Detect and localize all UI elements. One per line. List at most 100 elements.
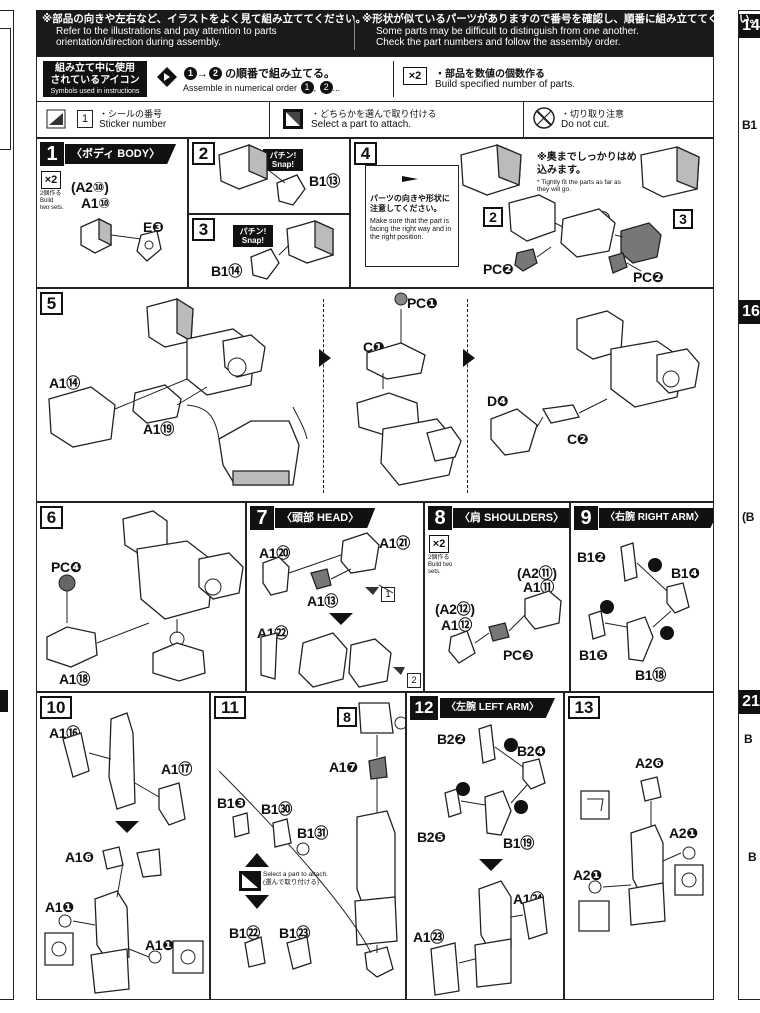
part-label: A1⑳ (259, 545, 290, 561)
part-illustration (218, 143, 306, 206)
shoulder-illustration (448, 590, 562, 664)
step-circle-1-icon: 1 (184, 67, 197, 80)
body-part-illustration (80, 217, 162, 262)
caution-right-en: Some parts may be difficult to distingui… (376, 26, 639, 37)
legend-title-jp: されているアイコン (50, 75, 140, 86)
step-4-number: 4 (354, 142, 377, 165)
substep-divider (323, 299, 325, 493)
part-label: A1⑭ (49, 375, 80, 391)
down-arrow-icon (329, 613, 353, 625)
part-label: B1❷ (577, 549, 606, 565)
legend-title-en: Symbols used in instructions (50, 88, 140, 95)
legend-vdivider (523, 101, 524, 137)
right-page-strip (738, 10, 760, 1000)
part-label: PC❷ (633, 269, 664, 285)
order-arrow-icon (157, 67, 177, 87)
part-label: A1❻ (65, 849, 94, 865)
part-label: B1㉓ (279, 925, 310, 941)
icon-legend: 組み立て中に使用 されているアイコン Symbols used in instr… (36, 56, 714, 138)
fit-note-jp: ※奥までしっかりはめ込みます。 (537, 152, 637, 176)
step-10-panel: 10 A1⑯ A1⑰ A1❻ A1❶ A1❶ (36, 692, 210, 1000)
step-circle-1-icon: 1 (300, 81, 314, 94)
legend-divider (393, 61, 394, 97)
part-label: (A2⑩) (71, 179, 109, 195)
step-3-panel: 3 パチン! Snap! B1⑭ (188, 214, 350, 288)
step-7-number: 7 (250, 506, 274, 530)
part-label: B1㉛ (297, 825, 328, 841)
part-label: A2❻ (635, 755, 664, 771)
part-label: B1⑬ (309, 173, 340, 189)
note-en: Make sure that the part is facing the ri… (370, 218, 452, 241)
step-11-number: 11 (214, 696, 246, 719)
note-jp: パーツの向きや形状に注意してください。 (370, 194, 450, 213)
part-label: B1⑱ (635, 667, 666, 683)
right-strip-label: B (748, 850, 757, 864)
sticker-jp: ・シールの番号 (99, 109, 163, 119)
order-icon-en: Assemble in numerical order 1, 2... (183, 81, 341, 94)
down-arrow-icon (479, 859, 503, 871)
part-label: B2❹ (517, 743, 546, 759)
part-label: PC❶ (407, 295, 438, 311)
step-8-panel: 8 〈肩 SHOULDERS〉 ×2 2個作る Build two sets. … (424, 502, 570, 692)
sticker-en: Sticker number (99, 119, 167, 130)
step-6-panel: 6 PC❹ A1⑱ (36, 502, 246, 692)
step-12-title: 〈左腕 LEFT ARM〉 (440, 698, 555, 718)
part-label: A1㉑ (379, 535, 410, 551)
next-arrow-icon (319, 349, 331, 367)
step-4-panel: 4 パーツの向きや形状に注意してください。 Make sure that the… (350, 138, 714, 288)
step-12-number: 12 (410, 696, 438, 720)
waist-illustration (46, 510, 244, 682)
sticker-1-box: 1 (381, 587, 395, 602)
step-9-panel: 9 〈右腕 RIGHT ARM〉 B1❷ B1❹ B1❺ B1⑱ (570, 502, 714, 692)
caution-left-en: orientation/direction during assembly. (56, 37, 221, 48)
order-icon-text: 1→2 の順番で組み立てる。 (183, 65, 335, 81)
select-en: Select a part to attach. (311, 119, 412, 130)
caution-right-jp: ※形状が似ているパーツがありますので番号を確認し、順番に組み立ててください。 (362, 13, 760, 25)
arm-assembly-illustration (44, 712, 204, 994)
order-jp: の順番で組み立てる。 (225, 68, 336, 80)
part-label: D❹ (487, 393, 509, 409)
ref-step-2: 2 (483, 207, 503, 227)
step-5-number: 5 (40, 292, 63, 315)
do-not-cut-icon (533, 107, 555, 129)
step-13-panel: 13 A2❻ A2❶ A2❶ (564, 692, 714, 1000)
step-9-title: 〈右腕 RIGHT ARM〉 (599, 508, 713, 528)
count-en: Build specified number of parts. (435, 79, 576, 90)
sticker-2-box: 2 (407, 673, 421, 688)
select-part-note: Select a part to attach. (選んで取り付ける) (263, 871, 329, 886)
part-label: B2❷ (437, 731, 466, 747)
build-two-note: 2個作る Build two sets. (40, 191, 64, 211)
step-3-number: 3 (192, 218, 215, 241)
part-label: A1⑲ (143, 421, 174, 437)
part-label: A1❶ (145, 937, 174, 953)
part-label: B1㉒ (229, 925, 260, 941)
step-circle-2-icon: 2 (319, 81, 333, 94)
step-13-number: 13 (568, 696, 600, 719)
select-jp: ・どちらかを選んで取り付ける (311, 109, 437, 119)
step-12-panel: 12 〈左腕 LEFT ARM〉 B2❷ B2❹ B2❺ B1⑲ A1㉓ A1㉔ (406, 692, 564, 1000)
part-label: A1⑰ (161, 761, 192, 777)
nocut-jp: ・切り取り注意 (561, 109, 625, 119)
step-21-number: 21 (739, 690, 760, 714)
caution-right-en: Check the part numbers and follow the as… (376, 37, 621, 48)
nocut-en: Do not cut. (561, 119, 610, 130)
left-strip-block (0, 28, 11, 150)
left-arm-illustration (430, 724, 548, 996)
right-strip-label: B (744, 732, 753, 746)
substep-divider (467, 299, 469, 493)
part-label: A1㉓ (413, 929, 444, 945)
build-two-badge-icon: ×2 (41, 171, 61, 189)
part-label: B1❹ (671, 565, 700, 581)
ref-step-3: 3 (673, 209, 693, 229)
next-arrow-icon (463, 349, 475, 367)
step-5-panel: 5 A1⑭ A1⑲ PC❶ C❶ D❹ C❷ (36, 288, 714, 502)
left-page-strip (0, 10, 14, 1000)
step-14-number: 14 (739, 14, 760, 38)
snap-callout: パチン! Snap! (233, 225, 273, 247)
part-label: A1⑫ (441, 617, 472, 633)
step-7-panel: 7 〈頭部 HEAD〉 A1⑳ A1㉑ A1⑬ A1㉒ 1 2 (246, 502, 424, 692)
step-9-number: 9 (574, 506, 598, 530)
caution-header: ※部品の向きや左右など、イラストをよく見て組み立ててください。 Refer to… (36, 10, 760, 56)
sticker-flag-icon (46, 109, 66, 129)
part-label: (A2⑫) (435, 601, 475, 617)
